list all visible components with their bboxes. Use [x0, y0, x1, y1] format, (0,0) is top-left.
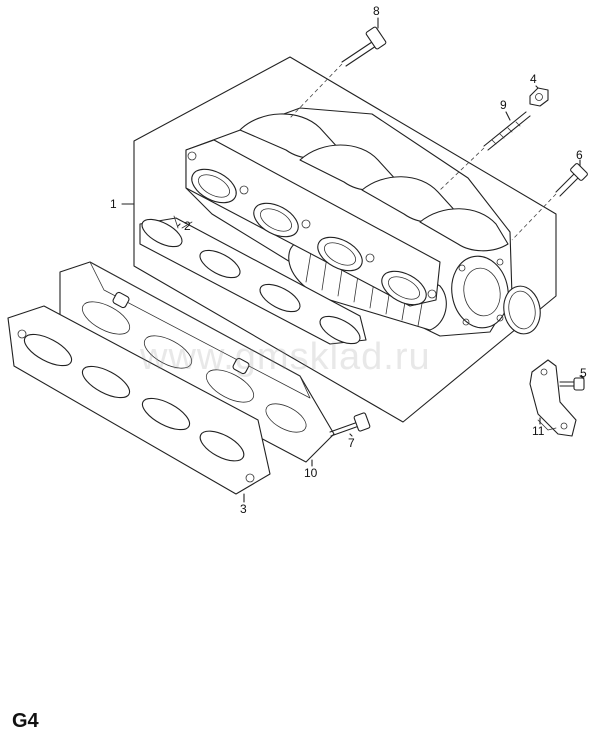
assembly-boundary: [133, 56, 557, 423]
bolt-6: [555, 163, 588, 197]
callout-10: 10: [304, 466, 318, 480]
page-label: G4: [12, 710, 39, 732]
callout-1: 1: [110, 197, 117, 211]
nut-4: [529, 87, 549, 107]
callout-4: 4: [530, 72, 537, 86]
callout-3: 3: [240, 502, 247, 516]
bolt-7: [329, 412, 371, 437]
callout-6: 6: [576, 148, 583, 162]
bolt-8: [341, 26, 387, 67]
callout-7-leader: [349, 433, 353, 437]
stud-9: [483, 111, 531, 151]
callout-8: 8: [373, 4, 380, 18]
callout-2: 2: [184, 219, 191, 233]
callout-9: 9: [500, 98, 507, 112]
callout-5-leader: [579, 375, 585, 379]
callout-4-leader: [535, 85, 539, 89]
bolt-6-axis: [511, 193, 557, 241]
intake-manifold: [185, 107, 513, 337]
bracket-11: [529, 359, 577, 437]
callout-11: 11: [532, 424, 545, 438]
throttle-o-ring: [503, 285, 541, 335]
callout-9-leader: [505, 111, 511, 121]
watermark: www.gmsklad.ru: [140, 336, 431, 378]
callout-5: 5: [580, 366, 587, 380]
callout-7: 7: [348, 436, 355, 450]
manifold-gasket: [139, 215, 367, 345]
bolt-5: [559, 377, 585, 391]
callout-2-leader: [177, 223, 181, 227]
stud-9-axis: [439, 147, 485, 191]
bolt-8-axis: [289, 63, 343, 119]
plate-gasket: [7, 305, 271, 495]
